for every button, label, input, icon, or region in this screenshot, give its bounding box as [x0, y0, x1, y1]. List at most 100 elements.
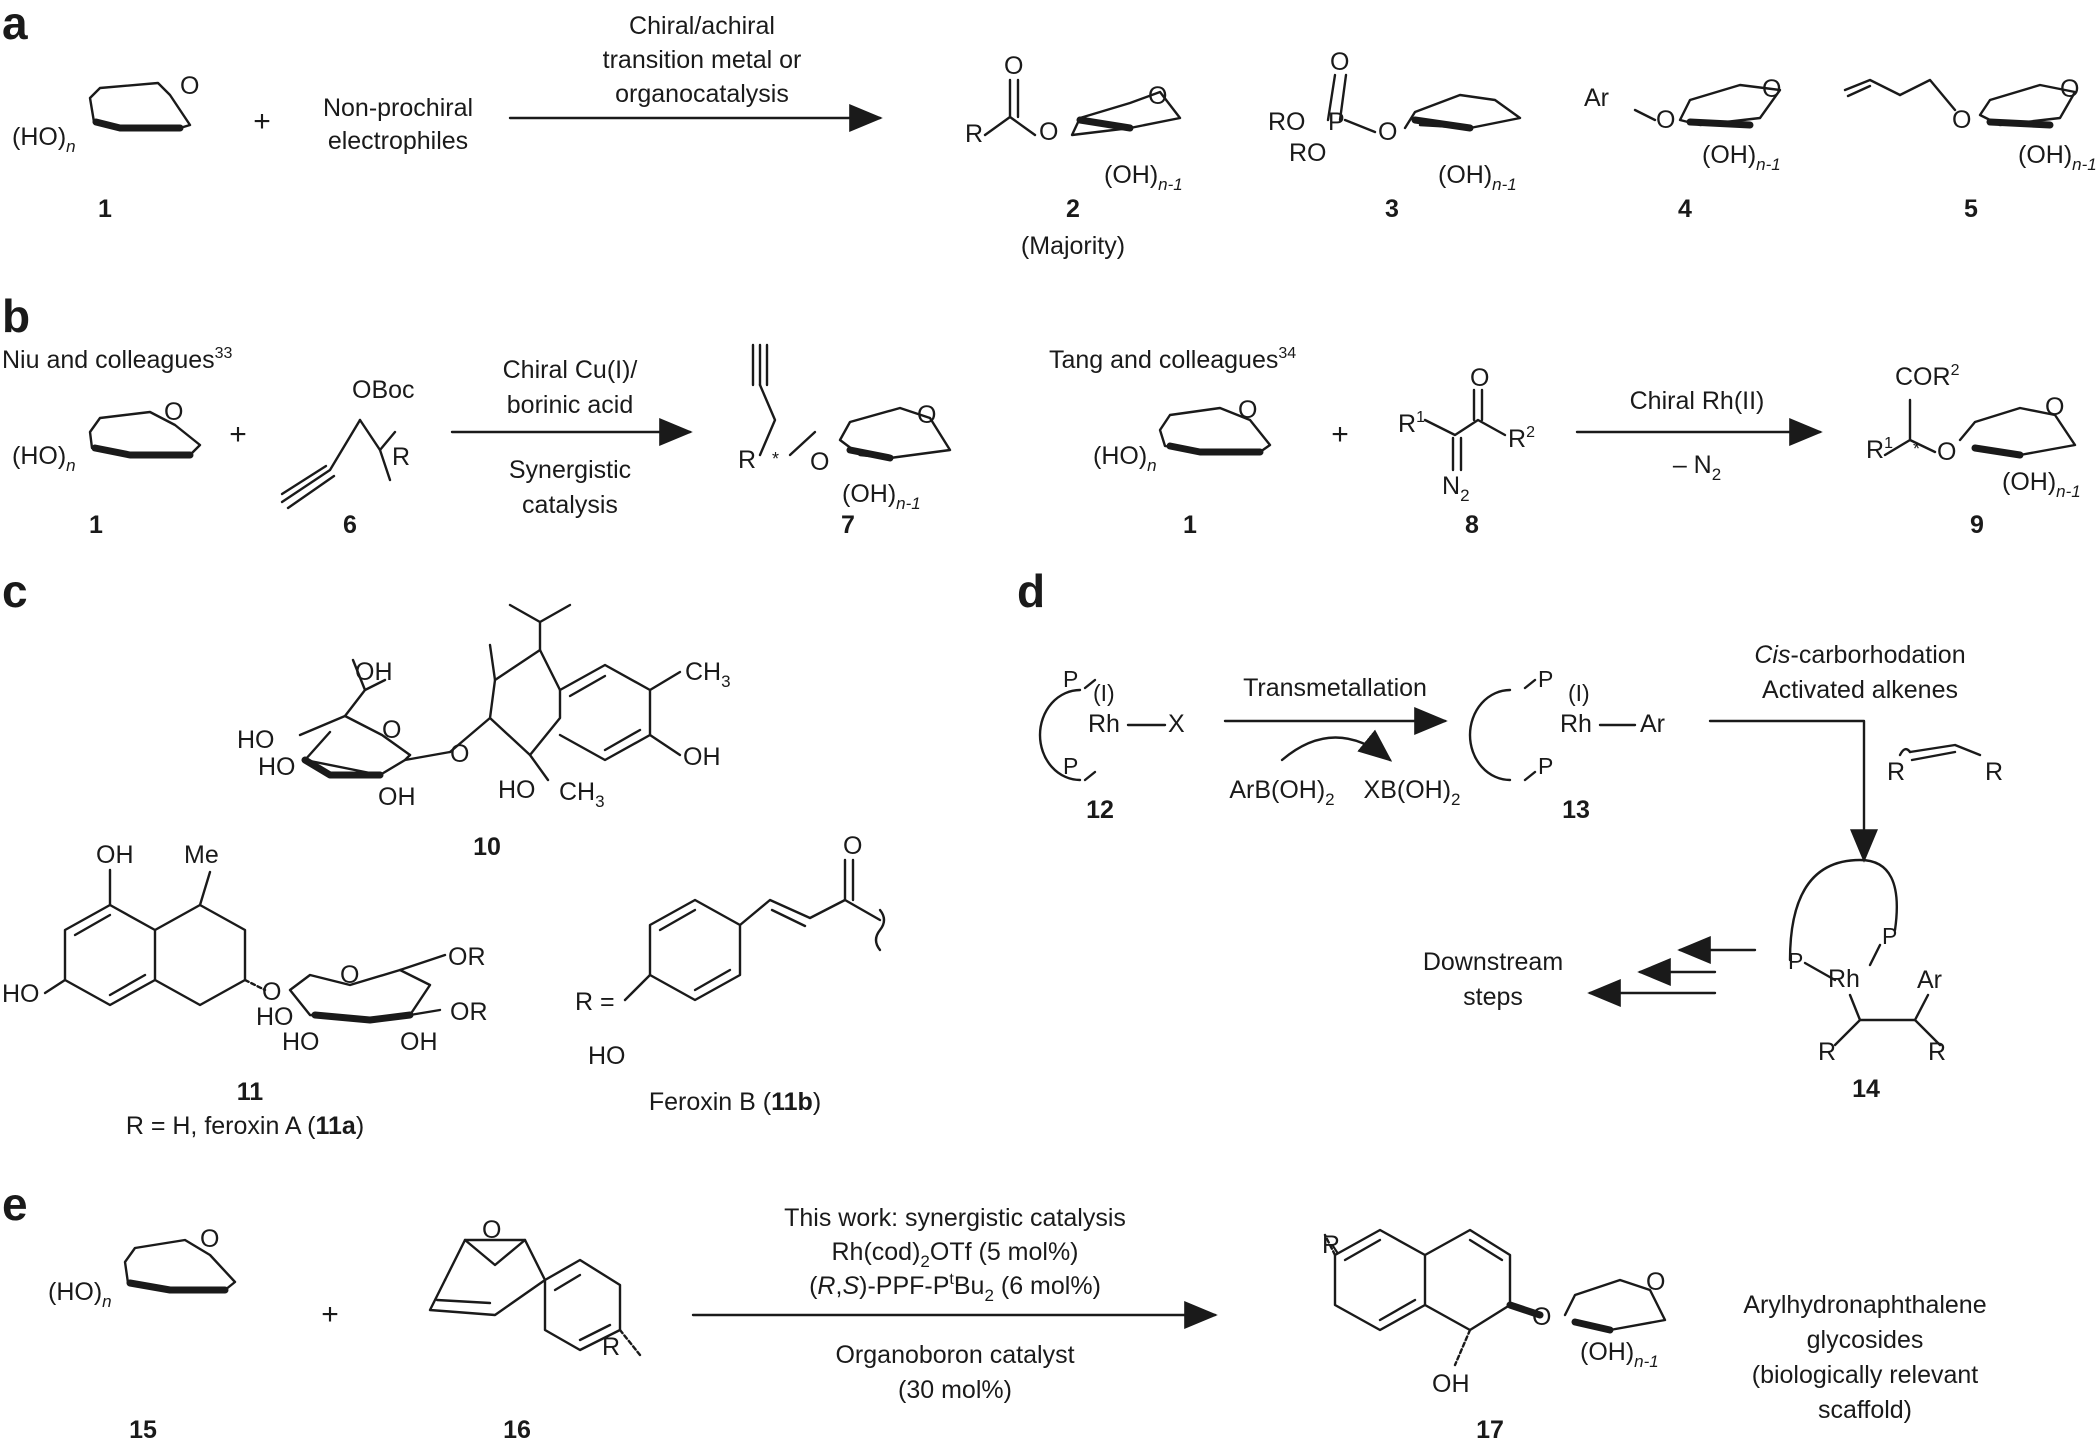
- activated-alkenes-label: Activated alkenes: [1762, 676, 1958, 704]
- diazo-8: [1423, 388, 1507, 472]
- conditions-a: Chiral/achiral transition metal or organ…: [602, 12, 802, 108]
- phos-O-oxo: O: [1330, 48, 1350, 76]
- oxabenzonorbornadiene-16: [428, 1238, 642, 1357]
- c11-HO-aryl: HO: [2, 980, 40, 1008]
- ring-oxygen-1c: O: [1238, 396, 1258, 424]
- coumaroyl-carbonyl-O: O: [843, 832, 863, 860]
- c12-X: X: [1168, 710, 1185, 738]
- c12-oxidation-state: (I): [1093, 680, 1115, 706]
- compound-13-label: 13: [1562, 796, 1590, 824]
- pyranose-1b-substituent: (HO)n: [12, 442, 76, 475]
- diazo-carbonyl-O: O: [1470, 364, 1490, 392]
- ether-7-O: O: [810, 448, 830, 476]
- c10-ring-O: O: [382, 716, 402, 744]
- panel-label-d: d: [1017, 565, 1046, 617]
- ether-9-R1: R1: [1866, 435, 1893, 464]
- c10-HO-4: HO: [237, 726, 275, 754]
- aryl-pyranose-4: [1633, 83, 1782, 129]
- ester-COR2: COR2: [1895, 362, 1960, 391]
- hydroxyls-7: (OH)n-1: [842, 480, 921, 513]
- c13-oxidation-state: (I): [1568, 680, 1590, 706]
- boc-group: OBoc: [352, 376, 415, 404]
- compound-1c-label: 1: [1183, 511, 1197, 539]
- conditions-e-catalyst: Organoboron catalyst (30 mol%): [835, 1341, 1075, 1404]
- phos-P: P: [1328, 108, 1345, 136]
- c10-ether-O: O: [450, 740, 470, 768]
- c14-R-left: R: [1818, 1038, 1837, 1066]
- acyl-carbonyl-O: O: [1004, 52, 1024, 80]
- c10-OH-6: OH: [355, 658, 393, 686]
- acyl-pyranose-2: [983, 78, 1182, 137]
- aryl-O: O: [1656, 106, 1676, 134]
- c14-P-right: P: [1882, 923, 1898, 949]
- arrow-boron-exchange: [1280, 729, 1393, 762]
- c14-R-right: R: [1928, 1038, 1947, 1066]
- propargyl-R: R: [392, 443, 411, 471]
- ring-oxygen-4: O: [1762, 75, 1782, 103]
- c16-R: R: [602, 1333, 621, 1361]
- ring-oxygen-9: O: [2045, 393, 2065, 421]
- diazo-R1: R1: [1398, 409, 1425, 438]
- ring-oxygen-7: O: [917, 401, 937, 429]
- rh-alkyl-14: [1788, 858, 1942, 1047]
- compound-10-label: 10: [473, 833, 501, 861]
- c10-OH-2: OH: [378, 783, 416, 811]
- compound-2-label: 2: [1066, 195, 1080, 223]
- alkene: [1898, 743, 1982, 762]
- stereocenter-9: *: [1913, 439, 1921, 459]
- c11-HO-3: HO: [282, 1028, 320, 1056]
- niu-reference: Niu and colleagues33: [2, 345, 233, 374]
- conditions-e-line1: This work: synergistic catalysis: [784, 1204, 1126, 1232]
- coumaroyl-HO: HO: [588, 1042, 626, 1070]
- panel-label-a: a: [2, 0, 28, 49]
- boron-byproduct: XB(OH)2: [1363, 776, 1461, 809]
- c13-Ar: Ar: [1640, 710, 1665, 738]
- pyranose-1a-substituent: (HO)n: [12, 123, 76, 156]
- pyranose-1a: [88, 81, 192, 132]
- propargyl-ether-7: [751, 343, 952, 462]
- pyranose-1c-substituent: (HO)n: [1093, 442, 1157, 475]
- panel-label-e: e: [2, 1178, 28, 1230]
- c14-Rh: Rh: [1828, 965, 1860, 993]
- c11-ring-O: O: [340, 961, 360, 989]
- plus-a: +: [253, 105, 271, 138]
- compound-9-label: 9: [1970, 511, 1984, 539]
- coumaroyl-11b: [623, 858, 886, 1002]
- c13-P-top: P: [1538, 666, 1554, 692]
- alkene-R-left: R: [1887, 758, 1906, 786]
- product-description: Arylhydronaphthalene glycosides (biologi…: [1743, 1291, 1987, 1424]
- compound-1b-label: 1: [89, 511, 103, 539]
- ether-9: [1883, 398, 2077, 459]
- c11-OH-peri: OH: [96, 841, 134, 869]
- conditions-b1-bottom: Synergistic catalysis: [508, 456, 632, 519]
- hydroxyls-4: (OH)n-1: [1702, 141, 1781, 174]
- ring-oxygen-15: O: [200, 1225, 220, 1253]
- c10-HO-aglycone: HO: [498, 776, 536, 804]
- carborhodation-label: Cis-carborhodation: [1754, 641, 1966, 669]
- ring-oxygen-5: O: [2060, 75, 2080, 103]
- hydroxyls-17: (OH)n-1: [1580, 1338, 1659, 1371]
- c14-Ar: Ar: [1917, 966, 1942, 994]
- c10-HO-3: HO: [258, 753, 296, 781]
- compound-11-label: 11: [236, 1078, 264, 1106]
- c17-R: R: [1322, 1231, 1341, 1259]
- hydroxyls-3: (OH)n-1: [1438, 161, 1517, 194]
- alkene-R-right: R: [1985, 758, 2004, 786]
- c11-OR-3: OR: [450, 998, 488, 1026]
- c10-CH3-quaternary: CH3: [559, 778, 605, 811]
- diazo-N2: N2: [1442, 472, 1470, 505]
- hydronaphthalene-17: [1323, 1228, 1667, 1367]
- arrow-carborhodation: [1708, 719, 1878, 863]
- compound-3-label: 3: [1385, 195, 1399, 223]
- allyl-pyranose-5: [1843, 78, 2077, 129]
- c17-OH: OH: [1432, 1370, 1470, 1398]
- tang-reference: Tang and colleagues34: [1049, 345, 1297, 374]
- hydroxyls-2: (OH)n-1: [1104, 161, 1183, 194]
- phospho-pyranose-3: [1326, 73, 1522, 134]
- plus-e: +: [321, 1298, 339, 1331]
- c17-ether-O: O: [1532, 1303, 1552, 1331]
- stereocenter-7: *: [772, 449, 780, 469]
- compound-17-label: 17: [1476, 1416, 1504, 1444]
- rh-complex-13: [1468, 678, 1637, 782]
